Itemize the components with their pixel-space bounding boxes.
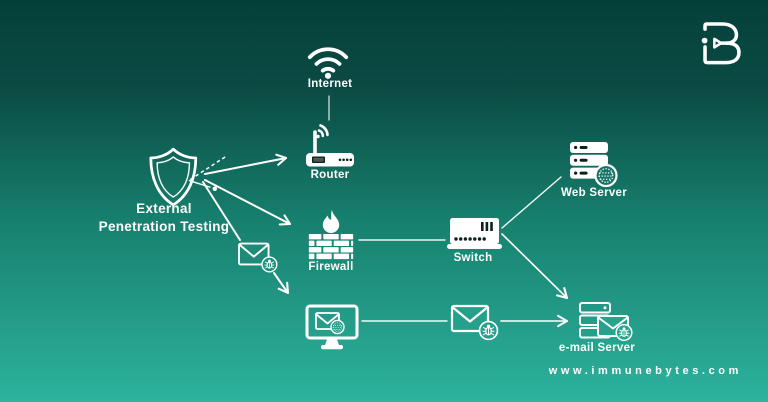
edge-shield-email-segment	[202, 181, 241, 241]
envelope-bug-icon	[238, 242, 278, 273]
node-web-server	[566, 140, 622, 188]
node-malicious-email-1	[237, 241, 281, 274]
shield-title: External Penetration Testing	[74, 200, 254, 236]
switch-label: Switch	[453, 252, 493, 264]
brand-logo	[694, 13, 750, 69]
node-shield	[142, 147, 230, 208]
edge-shield-firewall	[204, 179, 292, 226]
server-envelope-bug-icon	[579, 302, 633, 342]
shield-title-line2: Penetration Testing	[98, 219, 230, 235]
envelope-bug-icon	[450, 304, 499, 341]
web-server-label: Web Server	[560, 187, 628, 199]
internet-label: Internet	[307, 78, 353, 90]
immunebytes-ib-logo-icon	[701, 22, 741, 65]
node-switch	[446, 216, 504, 252]
email-server-label: e-mail Server	[558, 342, 636, 354]
wifi-icon	[307, 47, 349, 79]
router-label: Router	[310, 169, 350, 181]
node-internet	[305, 41, 351, 81]
firewall-brick-flame-icon	[308, 209, 354, 260]
edge-shield-router	[204, 153, 288, 175]
website-url: www.immunebytes.com	[548, 365, 742, 377]
edge-switch-emailserver	[501, 233, 569, 300]
router-icon	[306, 124, 354, 167]
shield-title-line1: External	[136, 201, 192, 216]
shield-scan-icon	[149, 147, 226, 207]
server-globe-icon	[570, 142, 618, 188]
firewall-label: Firewall	[308, 261, 354, 273]
node-workstation	[304, 304, 360, 352]
node-email-server	[577, 300, 637, 344]
network-switch-icon	[447, 218, 502, 249]
edge-shield-workstation	[273, 272, 290, 295]
monitor-email-icon	[305, 304, 359, 350]
node-malicious-email-2	[450, 303, 500, 341]
node-router	[304, 119, 356, 169]
edge-switch-webserver	[501, 176, 562, 229]
node-firewall	[308, 209, 354, 261]
